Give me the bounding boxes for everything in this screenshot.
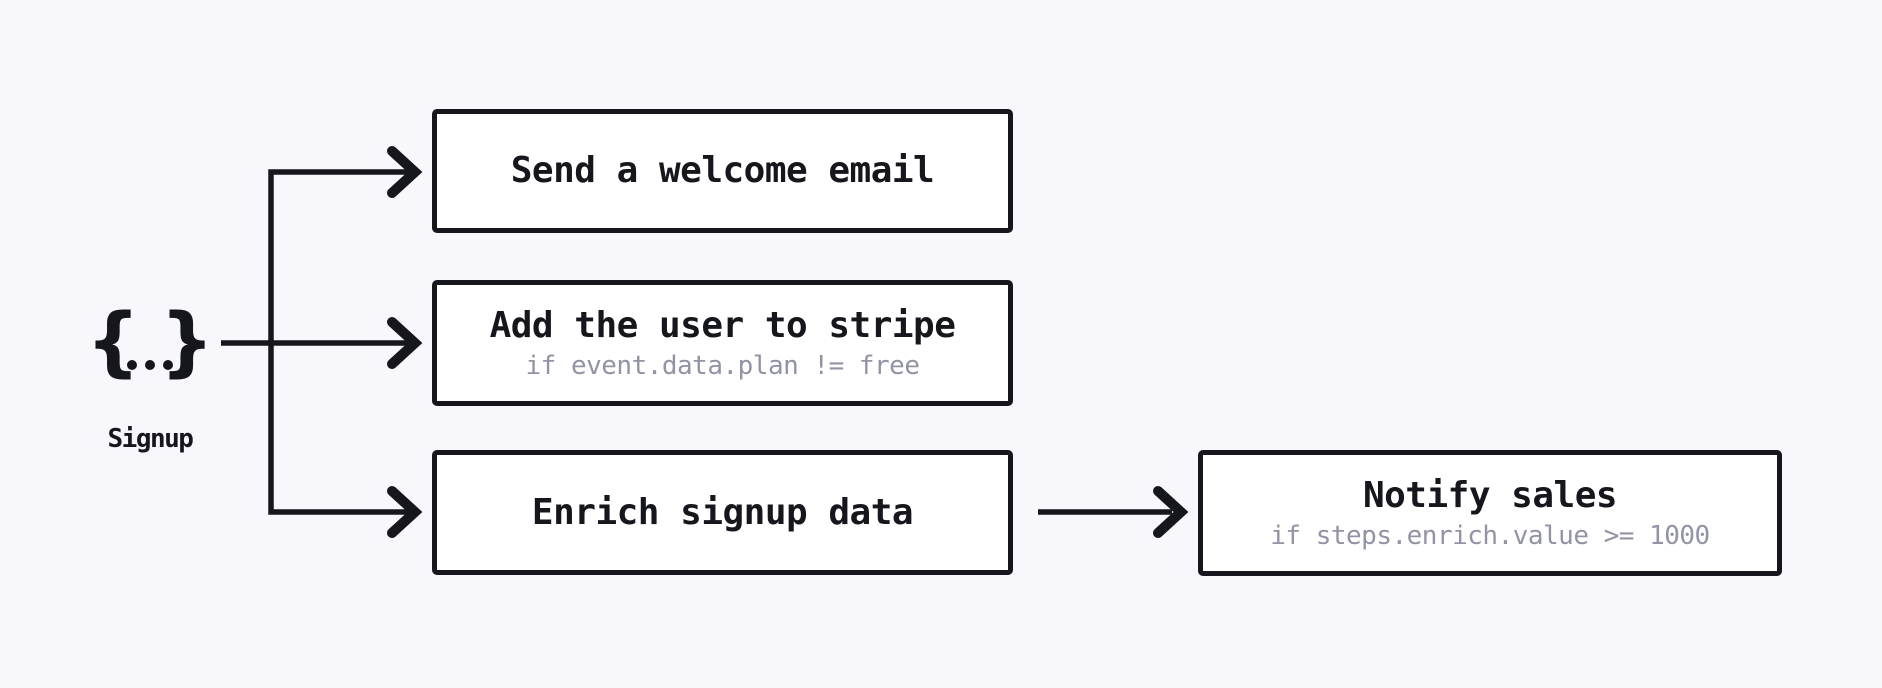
trigger-label: Signup (107, 424, 194, 454)
step-add-user-to-stripe: Add the user to stripe if event.data.pla… (432, 280, 1013, 406)
step-enrich-signup-data: Enrich signup data (432, 450, 1013, 575)
step-send-welcome-email: Send a welcome email (432, 109, 1013, 233)
json-event-icon: { } (85, 296, 215, 386)
step-title: Add the user to stripe (489, 305, 956, 347)
step-condition: if steps.enrich.value >= 1000 (1270, 520, 1710, 551)
arrowhead-icon (387, 317, 423, 369)
trigger-event-signup: { } Signup (85, 296, 215, 454)
dot (127, 360, 137, 370)
brace-left: { (85, 296, 141, 385)
step-title: Send a welcome email (510, 150, 935, 192)
dot (163, 360, 173, 370)
arrowhead-icon (387, 486, 423, 538)
brace-right: } (159, 296, 215, 385)
step-title: Enrich signup data (531, 491, 914, 533)
ellipsis-dots-icon (127, 360, 173, 370)
arrowhead-icon (1153, 486, 1189, 538)
arrowhead-icon (387, 146, 423, 198)
step-notify-sales: Notify sales if steps.enrich.value >= 10… (1198, 450, 1782, 576)
step-title: Notify sales (1362, 475, 1618, 517)
step-condition: if event.data.plan != free (525, 350, 921, 381)
dot (145, 360, 155, 370)
